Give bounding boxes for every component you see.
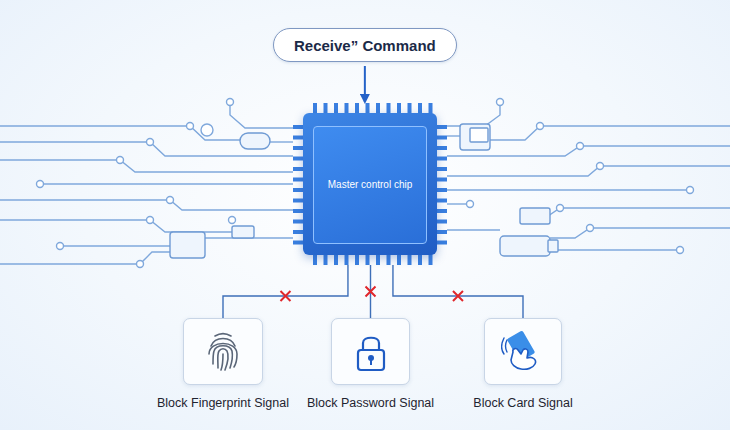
fingerprint-icon: [201, 330, 245, 374]
chip-body: Master control chip: [303, 113, 437, 255]
signal-wire: [393, 265, 523, 318]
node-label: Master control chip: [328, 179, 412, 191]
card-icon: [501, 330, 545, 374]
padlock-icon: [349, 330, 393, 374]
node-label: Receive” Command: [294, 37, 436, 54]
chip-core: Master control chip: [313, 126, 427, 244]
block-cross: [366, 287, 376, 297]
box-caption: Block Fingerprint Signal: [157, 396, 289, 410]
icon-box: Block Card Signal: [484, 318, 562, 385]
icon-box: Block Fingerprint Signal: [183, 318, 263, 385]
master-chip: Master control chip: [293, 103, 447, 265]
block-cross: [453, 291, 463, 301]
icon-box: Block Password Signal: [331, 318, 410, 385]
signal-wire: [223, 265, 348, 318]
command-arrow: [364, 66, 366, 102]
block-cross: [280, 291, 290, 301]
command-pill: Receive” Command: [273, 28, 457, 62]
box-caption: Block Card Signal: [473, 396, 572, 410]
box-caption: Block Password Signal: [307, 396, 434, 410]
